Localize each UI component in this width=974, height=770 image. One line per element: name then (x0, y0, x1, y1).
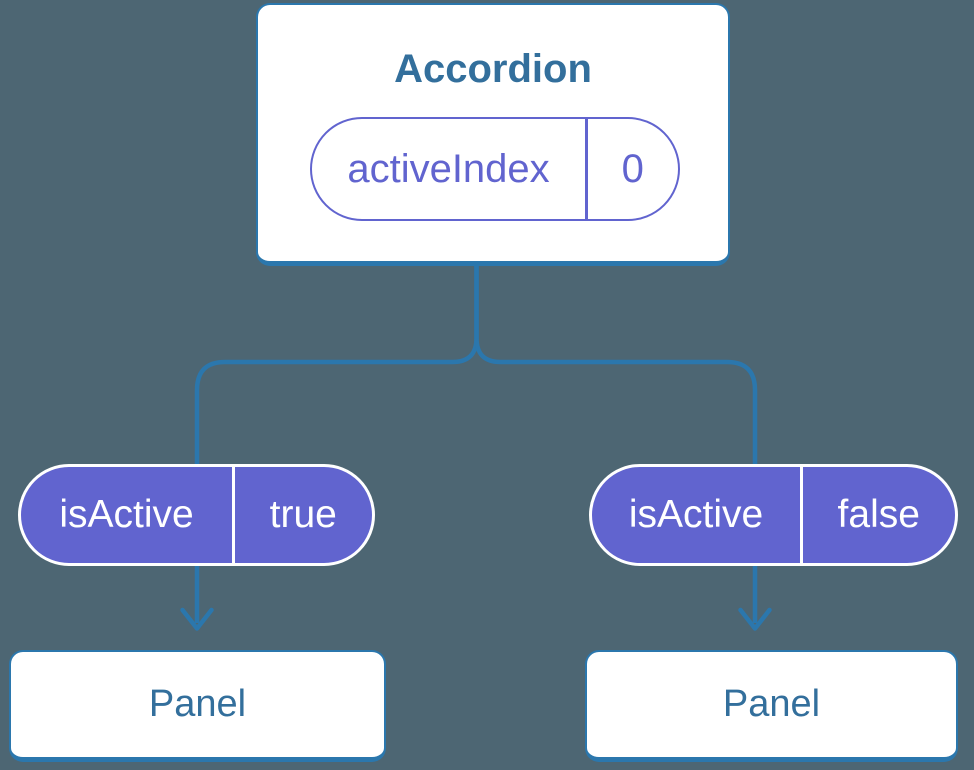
prop-pill-value: true (269, 493, 337, 536)
prop-pill-is-active-true: isActive true (18, 464, 375, 566)
prop-pill-name: isActive (628, 493, 764, 536)
arrow-down-icon (180, 607, 214, 631)
prop-pill-is-active-false: isActive false (589, 464, 958, 566)
prop-pill-name: isActive (59, 493, 194, 536)
state-pill: activeIndex 0 (310, 117, 680, 221)
state-pill-value: 0 (621, 146, 644, 191)
state-pill-name: activeIndex (347, 146, 550, 191)
panel-card-left: Panel (9, 650, 386, 762)
connector-branch-right (474, 265, 758, 623)
accordion-title: Accordion (394, 47, 592, 91)
arrow-down-icon (738, 607, 772, 631)
prop-pill-divider (232, 467, 235, 563)
prop-pill-divider (800, 467, 803, 563)
panel-card-right: Panel (585, 650, 958, 762)
connector-branch-left (194, 265, 479, 623)
panel-label: Panel (148, 683, 247, 725)
prop-pill-value: false (837, 493, 920, 536)
state-pill-divider (585, 119, 588, 219)
panel-label: Panel (722, 683, 821, 725)
accordion-card: Accordion activeIndex 0 (256, 3, 730, 266)
